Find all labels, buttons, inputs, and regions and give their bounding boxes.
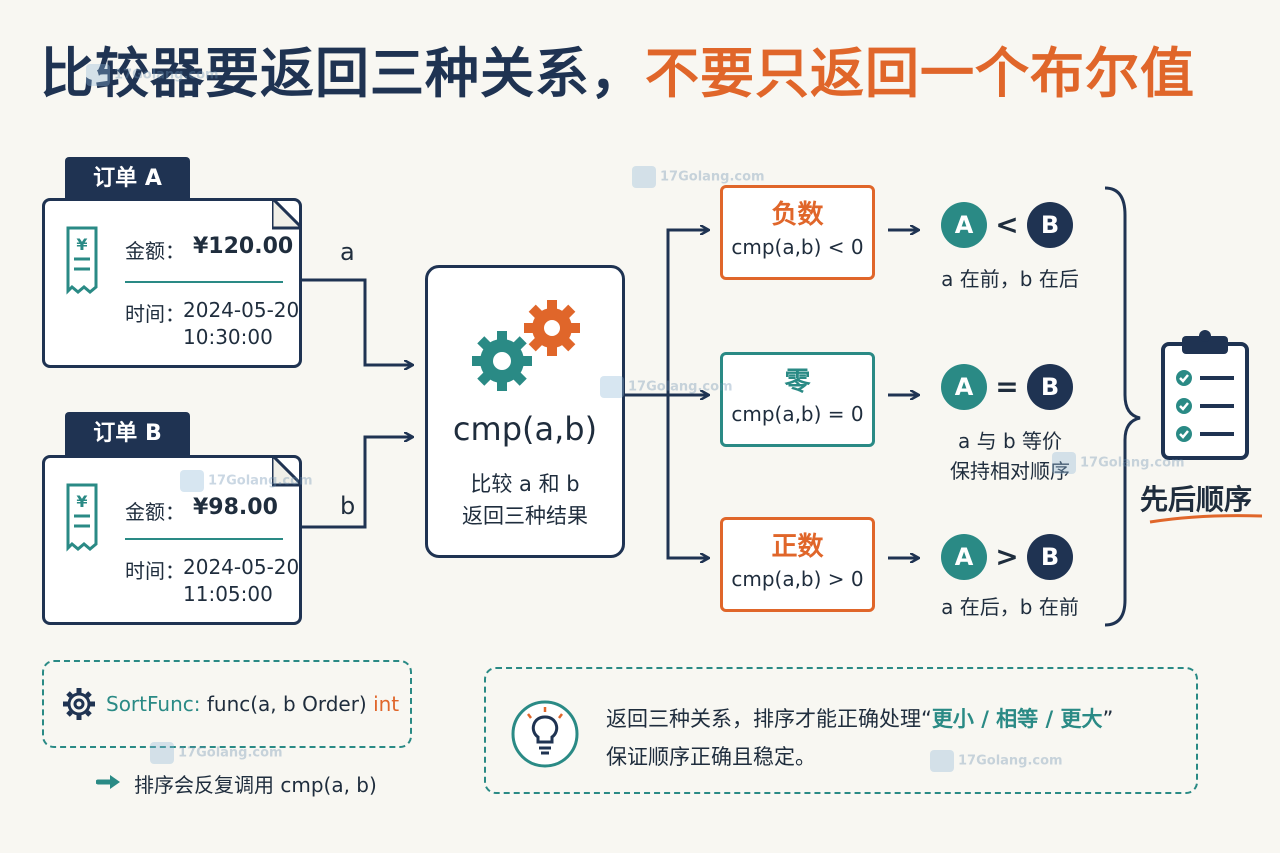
watermark: 17Golang.com: [1052, 452, 1185, 474]
order-a-tag: 订单 A: [65, 157, 190, 201]
amount-value: ¥120.00: [193, 234, 294, 259]
param-a-label: a: [340, 238, 355, 266]
relation-symbol: <: [995, 208, 1019, 241]
watermark: 17Golang.com: [632, 166, 765, 188]
watermark-logo-icon: [180, 470, 204, 492]
case-zero: 零 cmp(a,b) = 0: [720, 352, 875, 447]
arrow-cmp-to-neg: [625, 230, 708, 397]
page-title: 比较器要返回三种关系，不要只返回一个布尔值: [40, 34, 1195, 114]
clipboard-icon: [1161, 330, 1249, 460]
comparator-title: cmp(a,b): [452, 410, 598, 448]
comparator-line2: 返回三种结果: [462, 504, 588, 528]
watermark: 17Golang.com: [86, 64, 219, 86]
arrow-right-icon: [96, 775, 120, 789]
gears-icon: [472, 300, 580, 391]
order-label: 先后顺序: [1140, 483, 1253, 516]
circle-a: A: [941, 202, 987, 248]
note-line-2: 保证顺序正确且稳定。: [606, 745, 816, 769]
sortfunc-name: SortFunc:: [106, 692, 201, 716]
param-b-label: b: [340, 492, 356, 520]
time-clock: 11:05:00: [183, 582, 273, 606]
svg-text:¥: ¥: [76, 235, 87, 254]
circle-a: A: [941, 534, 987, 580]
result-text: a 在后，b 在前: [941, 595, 1079, 619]
time-label: 时间：: [125, 302, 185, 326]
case-title: 零: [784, 367, 811, 397]
watermark-logo-icon: [86, 64, 110, 86]
divider: [125, 538, 283, 540]
circle-b: B: [1027, 364, 1073, 410]
note-box: 返回三种关系，排序才能正确处理“更小 / 相等 / 更大” 保证顺序正确且稳定。: [484, 667, 1198, 794]
watermark-logo-icon: [632, 166, 656, 188]
time-date: 2024-05-20: [183, 298, 300, 322]
brace: [1104, 186, 1141, 627]
time-clock: 10:30:00: [183, 325, 273, 349]
amount-value: ¥98.00: [193, 495, 278, 520]
arrow-b-to-cmp: [302, 437, 412, 529]
sortfunc-return: int: [373, 692, 400, 716]
watermark: 17Golang.com: [600, 376, 733, 398]
comparator-line1: 比较 a 和 b: [470, 472, 580, 496]
arrow-cmp-to-pos: [666, 395, 708, 558]
amount-label: 金额：: [125, 500, 185, 524]
case-expr: cmp(a,b) > 0: [731, 567, 864, 591]
result-text: a 在前，b 在后: [941, 267, 1079, 291]
relation-symbol: >: [995, 540, 1019, 573]
title-accent: 不要只返回一个布尔值: [645, 42, 1195, 105]
arrow-a-to-cmp: [302, 278, 412, 365]
watermark-logo-icon: [600, 376, 624, 398]
result-text-2: 保持相对顺序: [950, 459, 1070, 483]
circle-b: B: [1027, 202, 1073, 248]
order-a-card: ¥ 金额： ¥120.00 时间： 2024-05-20 10:30:00: [42, 198, 302, 368]
sortfunc-sig: func(a, b Order): [206, 692, 367, 716]
watermark-logo-icon: [1052, 452, 1076, 474]
note-prefix: 返回三种关系，排序才能正确处理“: [606, 707, 932, 731]
case-negative: 负数 cmp(a,b) < 0: [720, 185, 875, 280]
comparator-box: cmp(a,b) 比较 a 和 b 返回三种结果: [425, 265, 625, 558]
watermark: 17Golang.com: [150, 742, 283, 764]
receipt-icon: ¥: [66, 483, 98, 552]
sortfunc-box: SortFunc: func(a, b Order) int: [42, 660, 412, 748]
page-fold-icon: [272, 455, 302, 487]
order-b-card: ¥ 金额： ¥98.00 时间： 2024-05-20 11:05:00: [42, 455, 302, 625]
svg-text:¥: ¥: [76, 492, 87, 511]
page-fold-icon: [272, 198, 302, 230]
divider: [125, 281, 283, 283]
repeat-note: 排序会反复调用 cmp(a, b): [134, 773, 377, 797]
case-positive: 正数 cmp(a,b) > 0: [720, 517, 875, 612]
order-b-tag: 订单 B: [65, 412, 190, 456]
amount-label: 金额：: [125, 239, 185, 263]
time-date: 2024-05-20: [183, 555, 300, 579]
title-main: 比较器要返回三种关系，: [40, 42, 645, 105]
note-suffix: ”: [1102, 707, 1114, 731]
note-line-1: 返回三种关系，排序才能正确处理“更小 / 相等 / 更大”: [606, 703, 1113, 733]
circle-a: A: [941, 364, 987, 410]
time-label: 时间：: [125, 559, 185, 583]
case-expr: cmp(a,b) < 0: [731, 235, 864, 259]
sortfunc-signature: SortFunc: func(a, b Order) int: [106, 692, 399, 716]
case-title: 正数: [771, 532, 824, 562]
receipt-icon: ¥: [66, 226, 98, 295]
relation-symbol: =: [995, 370, 1019, 403]
lightbulb-icon: [511, 700, 579, 768]
case-title: 负数: [771, 200, 824, 230]
circle-b: B: [1027, 534, 1073, 580]
result-text: a 与 b 等价: [957, 429, 1063, 453]
watermark: 17Golang.com: [180, 470, 313, 492]
watermark-logo-icon: [150, 742, 174, 764]
watermark-logo-icon: [930, 750, 954, 772]
watermark: 17Golang.com: [930, 750, 1063, 772]
order-underline: [1149, 514, 1263, 524]
case-expr: cmp(a,b) = 0: [731, 402, 864, 426]
gear-icon: [63, 688, 95, 720]
note-highlight: 更小 / 相等 / 更大: [931, 707, 1103, 731]
